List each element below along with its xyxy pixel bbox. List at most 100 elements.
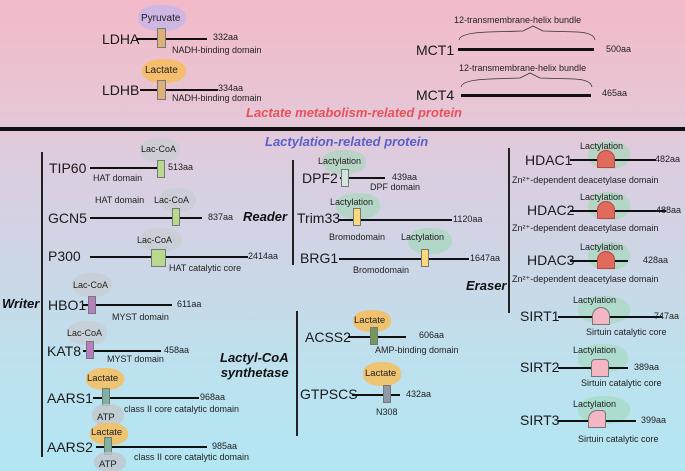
domain-label: MYST domain [112, 312, 169, 322]
lac-coa-blob [140, 138, 180, 162]
lactate-blob [353, 310, 391, 332]
domain-label: HAT domain [93, 173, 143, 183]
protein-name-gtpscs: GTPSCS [300, 386, 358, 402]
domain-label: DPF domain [370, 182, 421, 192]
domain-label: 12-transmembrane-helix bundle [454, 15, 582, 25]
category-writer: Writer [2, 296, 40, 311]
domain-label: Zn²⁺-dependent deacetylase domain [512, 223, 659, 233]
protein-name-mct1: MCT1 [416, 42, 455, 58]
domain-label: HAT catalytic core [169, 263, 242, 273]
ligand-label: Lactylation [580, 141, 624, 151]
synthetase-bracket [296, 311, 298, 436]
sirtuin-catalytic-core [591, 359, 609, 377]
domain-label: Bromodomain [353, 265, 410, 275]
domain-bracket [460, 72, 593, 88]
section-divider [0, 127, 685, 131]
length-label: 837aa [208, 212, 234, 222]
ligand-label: Pyruvate [141, 13, 181, 24]
deacetylase-domain [597, 201, 615, 219]
length-label: 482aa [655, 154, 681, 164]
domain-bracket [458, 25, 596, 41]
sequence-line [96, 446, 207, 448]
ligand-label: Lactylation [580, 192, 624, 202]
domain-label: Zn²⁺-dependent deacetylase domain [512, 274, 659, 284]
ligand2-label: ATP [97, 412, 115, 423]
ligand-label: Lactylation [401, 232, 445, 242]
writer-bracket [41, 152, 43, 457]
domain-label: Sirtuin catalytic core [578, 434, 659, 444]
sequence-line [352, 394, 400, 396]
ligand-label: Lac-CoA [141, 144, 177, 154]
length-label: 332aa [213, 32, 239, 42]
sequence-line [461, 94, 591, 97]
section-title-lactylation: Lactylation-related protein [265, 134, 429, 149]
category-eraser: Eraser [466, 278, 507, 293]
sequence-line [140, 89, 218, 91]
ligand-label: Lac-CoA [154, 195, 190, 205]
domain-label: Bromodomain [329, 232, 386, 242]
lactate-blob [90, 423, 128, 445]
sequence-line [90, 217, 202, 219]
protein-name-trim33: Trim33 [297, 210, 341, 226]
ligand-label: Lactate [91, 427, 123, 438]
hat-domain [157, 160, 165, 178]
ligand-label: Lac-CoA [73, 280, 109, 290]
ligand-label: Lactylation [573, 295, 617, 305]
sequence-line [90, 167, 158, 169]
category-reader: Reader [243, 209, 288, 224]
atp-blob [94, 452, 126, 471]
sequence-line [340, 177, 385, 179]
length-label: 458aa [164, 345, 190, 355]
atp-blob [92, 404, 124, 426]
protein-name-aars1: AARS1 [47, 390, 93, 406]
ligand-label: Lactylation [573, 345, 617, 355]
protein-name-acss2: ACSS2 [305, 329, 351, 345]
lac-coa-blob [72, 273, 112, 297]
protein-name-ldha: LDHA [102, 31, 140, 47]
n308-domain [383, 385, 391, 403]
length-label: 606aa [419, 330, 445, 340]
pyruvate-blob [138, 5, 186, 31]
protein-name-dpf2: DPF2 [302, 170, 338, 186]
bromodomain [421, 249, 429, 267]
length-label: 1647aa [470, 253, 501, 263]
domain-label: N308 [376, 407, 398, 417]
length-label: 2414aa [248, 251, 279, 261]
protein-name-brg1: BRG1 [300, 250, 339, 266]
ligand-label: Lac-CoA [67, 328, 103, 338]
protein-name-sirt2: SIRT2 [520, 359, 560, 375]
deacetylase-domain [597, 150, 615, 168]
protein-name-hdac1: HDAC1 [525, 152, 573, 168]
ligand-label: Lactate [365, 368, 397, 379]
length-label: 428aa [643, 255, 669, 265]
synthetase-line2: synthetase [220, 364, 289, 380]
ligand-label: Lac-CoA [137, 235, 173, 245]
protein-name-hdac2: HDAC2 [527, 202, 575, 218]
lactate-blob [363, 362, 401, 386]
domain-label: 12-transmembrane-helix bundle [459, 63, 587, 73]
myst-domain [88, 296, 96, 314]
myst-domain [86, 341, 94, 359]
length-label: 985aa [212, 441, 238, 451]
lactate-blob [142, 59, 186, 83]
sequence-line [83, 304, 172, 306]
protein-name-ldhb: LDHB [102, 82, 140, 98]
ligand-label: Lactylation [580, 242, 624, 252]
nadh-binding-domain [157, 28, 166, 48]
protein-name-hbo1: HBO1 [48, 297, 87, 313]
sirtuin-catalytic-core [592, 307, 610, 325]
protein-name-gcn5: GCN5 [48, 210, 87, 226]
reader-bracket [292, 160, 294, 265]
sirtuin-catalytic-core [588, 410, 606, 428]
protein-name-aars2: AARS2 [47, 439, 93, 455]
lactate-blob [86, 368, 124, 390]
protein-name-mct4: MCT4 [416, 87, 455, 103]
domain-label: class II core catalytic domain [124, 404, 240, 414]
category-synthetase: Lactyl-CoA synthetase [220, 350, 289, 381]
ligand-label: Lactate [354, 315, 386, 326]
domain-label: MYST domain [107, 354, 164, 364]
length-label: 389aa [634, 362, 660, 372]
sequence-line [93, 397, 199, 399]
lactylation-blob [408, 228, 452, 254]
ligand-label: Lactate [87, 373, 119, 384]
